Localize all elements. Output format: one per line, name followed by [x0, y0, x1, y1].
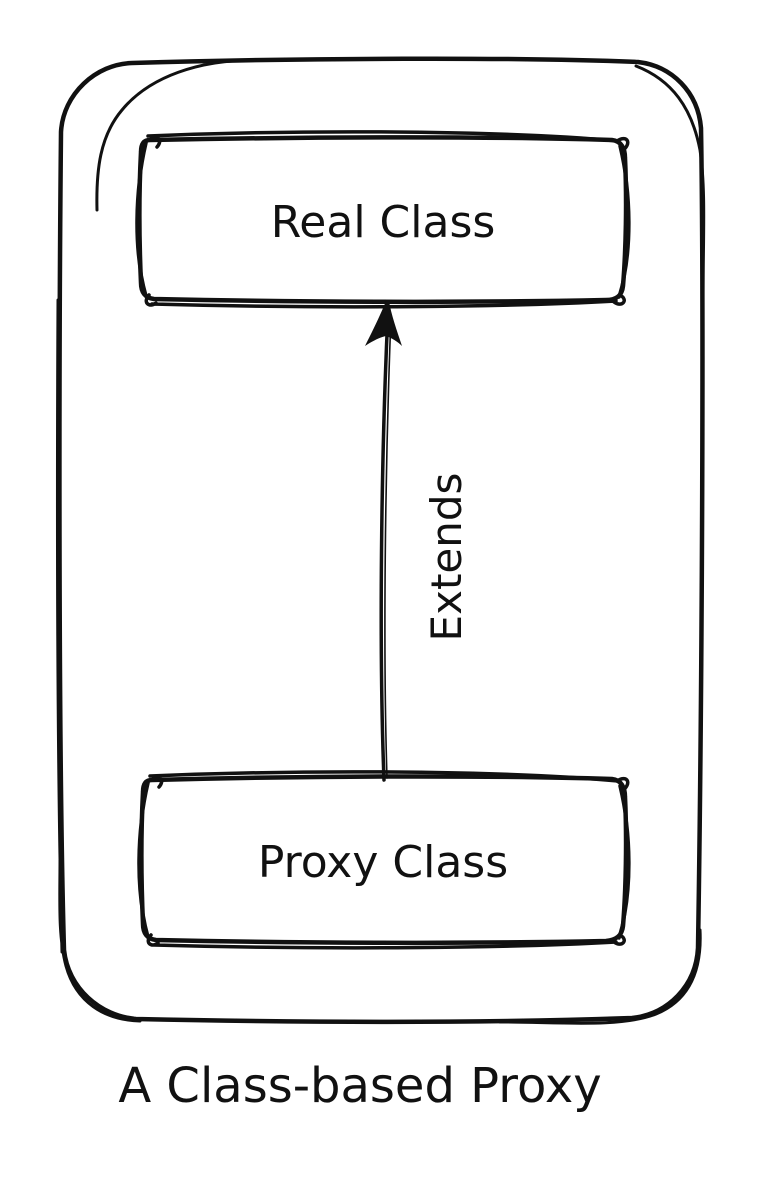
real-class-box: [135, 130, 631, 309]
outer-frame: [55, 56, 706, 1025]
arrow-shaft: [379, 310, 390, 782]
proxy-class-label: Proxy Class: [258, 837, 508, 888]
extends-edge-label: Extends: [422, 473, 471, 642]
real-class-label: Real Class: [271, 197, 496, 248]
diagram-caption: A Class-based Proxy: [118, 1058, 601, 1114]
arrow-shaft-overdraw: [384, 315, 392, 779]
proxy-class-box: [137, 770, 631, 950]
extends-arrow: [365, 301, 402, 782]
arrowhead-icon: [365, 301, 402, 346]
